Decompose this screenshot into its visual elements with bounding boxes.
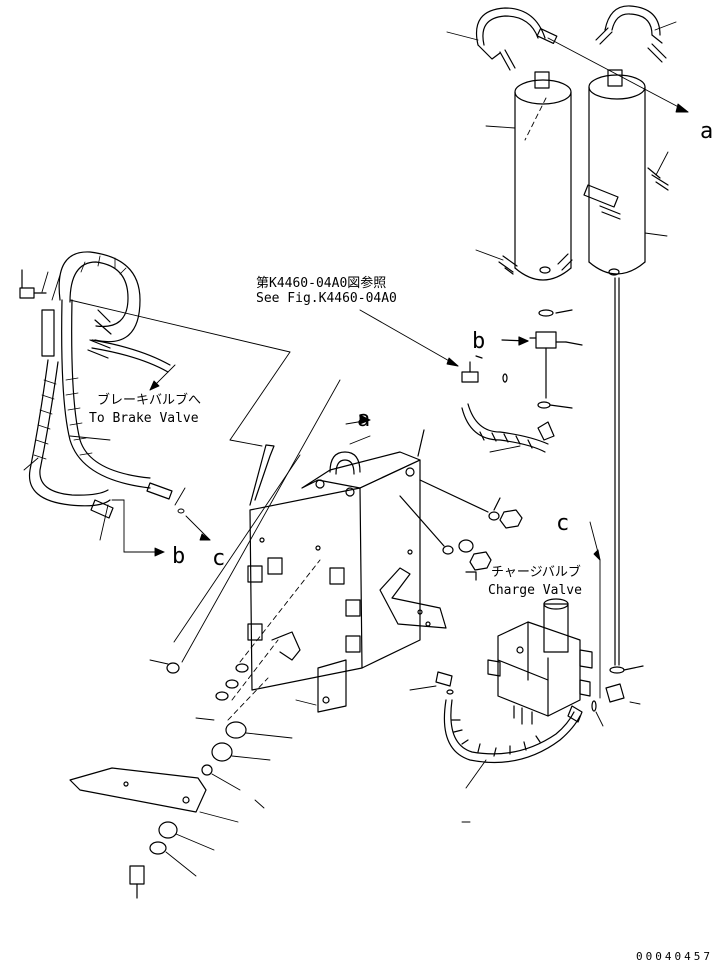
lower-left-leaders [149, 379, 341, 877]
figure-id: 00040457 [636, 950, 713, 963]
brake-valve-note-jp: ブレーキバルブへ [97, 392, 201, 408]
hose-wrap-marks-left [33, 255, 127, 460]
charge-valve-fittings [435, 671, 625, 764]
mounting-band-left [476, 7, 558, 71]
accumulator-tank-right [583, 69, 669, 276]
callout-c-left: c [212, 546, 225, 571]
callout-a-mid: a [357, 407, 370, 432]
tee-fitting-b [501, 309, 583, 409]
see-fig-note-en: See Fig.K4460-04A0 [256, 291, 397, 306]
charge-valve-note-en: Charge Valve [488, 583, 582, 598]
callout-c-right: c [556, 511, 569, 536]
upper-left-hose-assembly [19, 251, 173, 519]
callout-a-top: a [700, 119, 713, 144]
bracket-side-hardware [399, 429, 523, 581]
lower-left-hardware [69, 662, 249, 899]
callout-b-left: b [172, 544, 185, 569]
mounting-band-right [595, 5, 667, 63]
main-bracket-frame [247, 444, 447, 713]
tank-leader-lines [446, 21, 689, 261]
middle-leaders [345, 309, 521, 453]
upper-left-leaders [23, 271, 291, 557]
charge-valve-note-jp: チャージバルブ [491, 564, 581, 580]
middle-elbow-hose [461, 355, 555, 453]
accumulator-tank-left [498, 71, 573, 281]
see-fig-note-jp: 第K4460-04A0図参照 [256, 275, 386, 291]
brake-valve-note-en: To Brake Valve [89, 411, 199, 426]
charge-valve [487, 598, 593, 725]
callout-b-mid: b [472, 329, 485, 354]
charge-valve-leaders [409, 521, 641, 823]
vertical-tube-right [609, 277, 644, 674]
